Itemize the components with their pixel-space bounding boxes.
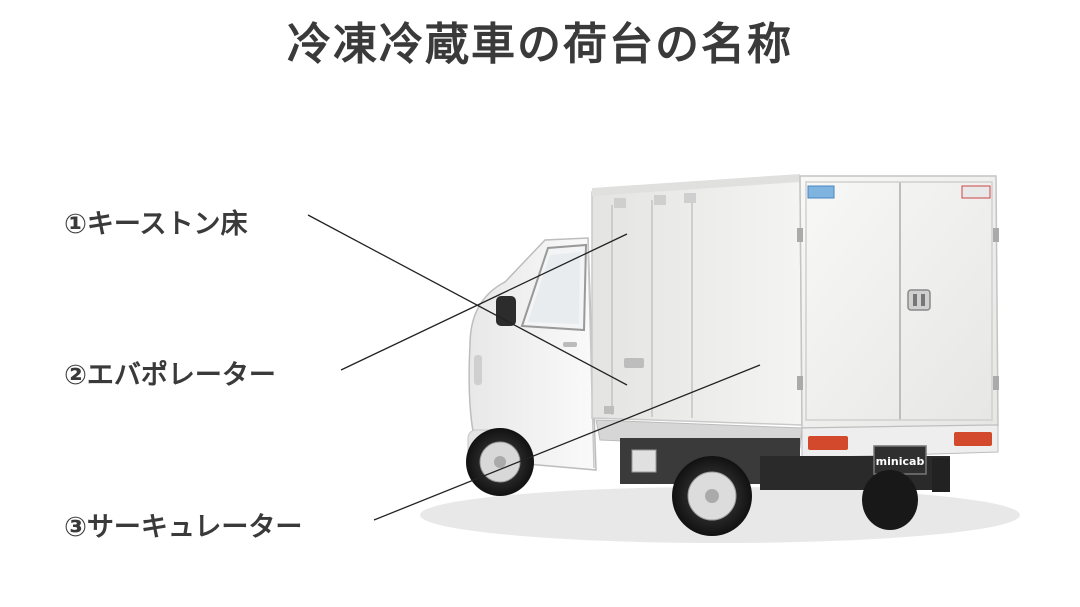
label-keystone-floor: ①キーストン床 xyxy=(64,209,248,240)
rear-decal-left xyxy=(807,185,835,199)
rear-door-handle xyxy=(907,289,931,311)
rear-right-wheel xyxy=(862,470,918,530)
cargo-box xyxy=(591,174,999,429)
side-mirror xyxy=(496,296,516,326)
side-door-latch xyxy=(624,358,644,368)
tail-light-left xyxy=(808,436,848,450)
tail-light-right xyxy=(954,432,992,446)
door-handle xyxy=(563,342,577,347)
label-circulator: ③サーキュレーター xyxy=(64,512,303,543)
leader-line-circulator xyxy=(373,364,761,521)
label-evaporator: ②エバポレーター xyxy=(64,360,276,391)
page-title: 冷凍冷蔵車の荷台の名称 xyxy=(287,19,793,70)
leader-line-keystone-floor xyxy=(307,214,628,386)
leader-line-evaporator xyxy=(340,233,628,371)
front-wheel xyxy=(466,428,534,496)
rear-wheel xyxy=(672,456,752,536)
plate-badge: minicab xyxy=(876,455,925,468)
chassis: minicab xyxy=(595,419,999,492)
rear-decal-right xyxy=(961,185,991,199)
